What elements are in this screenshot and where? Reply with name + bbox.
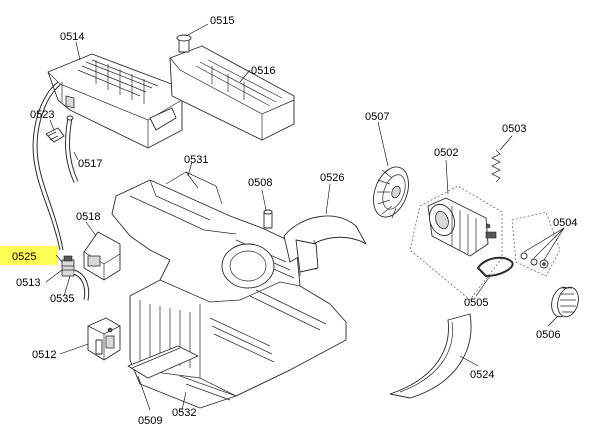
label-0502: 0502 bbox=[434, 147, 458, 159]
label-0506: 0506 bbox=[536, 329, 560, 341]
part-0513-connector[interactable] bbox=[61, 255, 75, 277]
part-0523-clip[interactable] bbox=[45, 127, 65, 143]
part-0512-pump[interactable] bbox=[87, 317, 121, 361]
label-0526: 0526 bbox=[320, 172, 344, 184]
part-0506-pulley[interactable] bbox=[548, 285, 581, 319]
part-0504-small-parts[interactable] bbox=[511, 211, 561, 277]
highlight-0525 bbox=[0, 246, 58, 265]
label-0507: 0507 bbox=[365, 111, 389, 123]
label-0505: 0505 bbox=[464, 297, 488, 309]
part-0525-hose[interactable] bbox=[32, 81, 64, 251]
label-0503: 0503 bbox=[502, 123, 526, 135]
label-0514: 0514 bbox=[60, 31, 84, 43]
part-0514-container[interactable] bbox=[47, 53, 183, 149]
label-0512: 0512 bbox=[32, 349, 56, 361]
part-0515-cap[interactable] bbox=[176, 34, 192, 53]
label-0509: 0509 bbox=[138, 415, 162, 427]
label-0531: 0531 bbox=[184, 154, 208, 166]
label-0517: 0517 bbox=[78, 158, 102, 170]
label-0513: 0513 bbox=[16, 277, 40, 289]
label-0523: 0523 bbox=[30, 109, 54, 121]
part-0509-plate[interactable] bbox=[127, 345, 199, 379]
part-0507-fan-wheel[interactable] bbox=[367, 162, 415, 222]
label-0532: 0532 bbox=[172, 407, 196, 419]
label-0525: 0525 bbox=[12, 251, 36, 263]
label-0504: 0504 bbox=[553, 217, 577, 229]
part-0503-spring[interactable] bbox=[491, 149, 501, 183]
label-0535: 0535 bbox=[50, 293, 74, 305]
label-0508: 0508 bbox=[248, 177, 272, 189]
part-0516-tank[interactable] bbox=[169, 45, 295, 141]
part-0508-pin[interactable] bbox=[263, 209, 273, 229]
part-0524-seal[interactable] bbox=[389, 313, 472, 399]
part-0535-tube[interactable] bbox=[72, 269, 90, 301]
label-0518: 0518 bbox=[76, 211, 100, 223]
label-0516: 0516 bbox=[251, 65, 275, 77]
label-0515: 0515 bbox=[210, 15, 234, 27]
part-0526-duct[interactable] bbox=[283, 215, 367, 276]
part-0505-belt[interactable] bbox=[476, 256, 514, 278]
part-0517-hose[interactable] bbox=[65, 115, 79, 184]
part-0518-filter[interactable] bbox=[83, 231, 121, 281]
label-0524: 0524 bbox=[470, 369, 494, 381]
part-0502-motor[interactable] bbox=[409, 185, 503, 301]
leader-lines bbox=[45, 23, 565, 411]
